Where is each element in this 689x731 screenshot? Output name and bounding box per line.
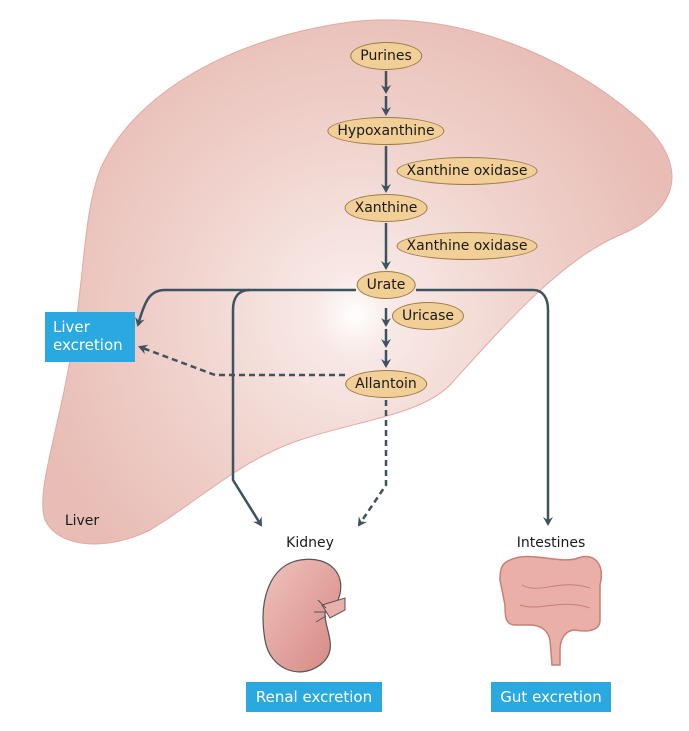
label-intestines: Intestines [516, 535, 586, 551]
node-urate: Urate [356, 271, 416, 299]
arrow-allantoin-liver-excretion [138, 344, 345, 377]
box-liver-excretion: Liver excretion [45, 312, 135, 362]
label-kidney: Kidney [286, 535, 334, 551]
node-hypoxanthine: Hypoxanthine [327, 117, 445, 145]
arrow-urate-liver-excretion [135, 288, 356, 327]
node-allantoin: Allantoin [345, 370, 427, 398]
box-gut-excretion: Gut excretion [491, 682, 611, 712]
box-renal-excretion: Renal excretion [246, 682, 382, 712]
node-xanthine: Xanthine [344, 194, 428, 222]
arrow-allantoin-kidney [357, 400, 388, 527]
arrow-urate-kidney [231, 288, 263, 527]
arrow-urate-intestines [416, 288, 553, 526]
label-liver: Liver [64, 513, 100, 529]
node-uricase: Uricase [391, 302, 465, 330]
kidney-illustration [262, 558, 346, 673]
intestines-illustration [499, 555, 602, 666]
node-xanthine-oxidase-1: Xanthine oxidase [396, 157, 538, 185]
node-xanthine-oxidase-2: Xanthine oxidase [396, 232, 538, 260]
node-purines: Purines [350, 42, 422, 70]
